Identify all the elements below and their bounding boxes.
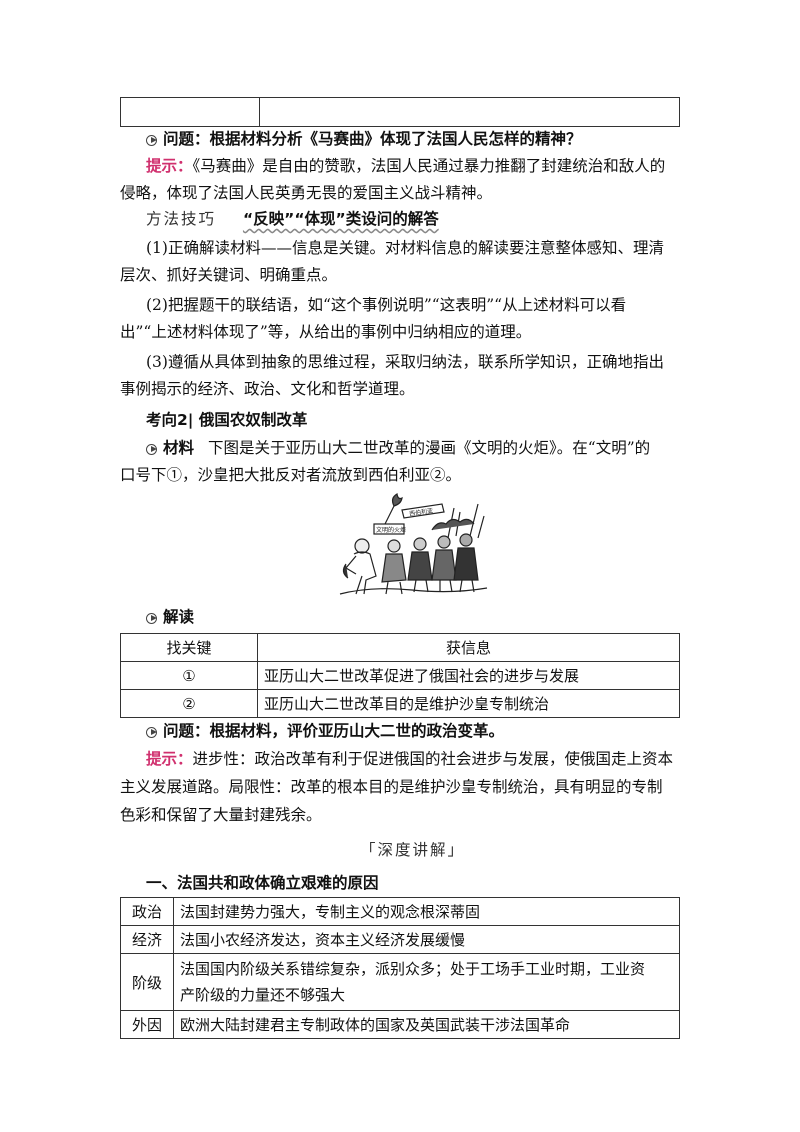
method-heading: 方法技巧 “反映”“体现”类设问的解答 bbox=[146, 209, 439, 229]
row-key: ② bbox=[120, 689, 258, 718]
header-key: 找关键 bbox=[120, 633, 258, 662]
jiedu-table: 找关键 获信息 ① 亚历山大二世改革促进了俄国社会的进步与发展 ② 亚历山大二世… bbox=[120, 633, 680, 718]
method-title: “反映”“体现”类设问的解答 bbox=[242, 210, 439, 228]
row-value: 欧洲大陆封建君主专制政体的国家及英国武装干涉法国革命 bbox=[173, 1010, 680, 1039]
table-row: 政治 法国封建势力强大，专制主义的观念根深蒂固 bbox=[120, 897, 680, 926]
cartoon-sign-siberia: 西伯利亚 bbox=[409, 506, 434, 517]
hint-label: 提示： bbox=[146, 749, 193, 768]
answer-2-line-1: 提示：进步性：政治改革有利于促进俄国的社会进步与发展，使俄国走上资本 bbox=[146, 749, 673, 769]
play-marker-icon bbox=[146, 612, 160, 624]
row-value: 法国国内阶级关系错综复杂，派别众多；处于工场手工业时期，工业资 产阶级的力量还不… bbox=[173, 953, 680, 1011]
table-row: ② 亚历山大二世改革目的是维护沙皇专制统治 bbox=[120, 689, 680, 718]
answer-1-line-1: 提示：《马赛曲》是自由的赞歌，法国人民通过暴力推翻了封建统治和敌人的 bbox=[146, 156, 665, 176]
hint-label: 提示： bbox=[146, 156, 193, 175]
method-p1-line-1: (1)正确解读材料——信息是关键。对材料信息的解读要注意整体感知、理清 bbox=[146, 239, 664, 257]
row-value-line: 法国国内阶级关系错综复杂，派别众多；处于工场手工业时期，工业资 bbox=[180, 960, 646, 978]
row-key: ① bbox=[120, 661, 258, 690]
row-key: 政治 bbox=[120, 897, 174, 926]
row-value: 法国小农经济发达，资本主义经济发展缓慢 bbox=[173, 925, 680, 954]
answer-2-line-3: 色彩和保留了大量封建残余。 bbox=[120, 806, 322, 824]
jiedu-heading: 解读 bbox=[146, 607, 194, 627]
row-value-line: 产阶级的力量还不够强大 bbox=[180, 986, 346, 1004]
jiedu-label: 解读 bbox=[163, 608, 195, 626]
play-marker-icon bbox=[146, 726, 160, 738]
material-line-1: 材料下图是关于亚历山大二世改革的漫画《文明的火炬》。在“文明”的 bbox=[146, 438, 650, 458]
top-table-fragment bbox=[120, 97, 680, 127]
answer-text: 进步性：政治改革有利于促进俄国的社会进步与发展，使俄国走上资本 bbox=[192, 750, 674, 768]
play-marker-icon bbox=[146, 134, 160, 146]
question-text: 根据材料分析《马赛曲》体现了法国人民怎样的精神？ bbox=[209, 130, 582, 148]
table-row: 经济 法国小农经济发达，资本主义经济发展缓慢 bbox=[120, 925, 680, 954]
section-title-text: 深度讲解 bbox=[377, 841, 448, 859]
question-1: 问题：根据材料分析《马赛曲》体现了法国人民怎样的精神？ bbox=[146, 129, 582, 149]
answer-2-line-2: 主义发展道路。局限性：改革的根本目的是维护沙皇专制统治，具有明显的专制 bbox=[120, 778, 663, 796]
top-table-cell-left bbox=[120, 97, 260, 127]
method-p1-line-2: 层次、抓好关键词、明确重点。 bbox=[120, 266, 338, 284]
bracket-open: 「 bbox=[360, 841, 378, 859]
answer-1-line-2: 侵略，体现了法国人民英勇无畏的爱国主义战斗精神。 bbox=[120, 184, 493, 202]
question-text: 根据材料，评价亚历山大二世的政治变革。 bbox=[209, 722, 505, 740]
row-key: 经济 bbox=[120, 925, 174, 954]
reasons-table: 政治 法国封建势力强大，专制主义的观念根深蒂固 经济 法国小农经济发达，资本主义… bbox=[120, 897, 680, 1039]
table-row: 外因 欧洲大陆封建君主专制政体的国家及英国武装干涉法国革命 bbox=[120, 1010, 680, 1039]
reasons-heading: 一、法国共和政体确立艰难的原因 bbox=[146, 874, 379, 892]
header-info: 获信息 bbox=[257, 633, 680, 662]
row-key: 外因 bbox=[120, 1010, 174, 1039]
method-tag: 方法技巧 bbox=[146, 210, 217, 228]
cartoon-torch-of-civilization: 文明的火炬 西伯利亚 bbox=[339, 493, 488, 595]
question-label: 问题： bbox=[163, 722, 210, 740]
method-p2-line-1: (2)把握题干的联结语，如“这个事例说明”“这表明”“从上述材料可以看 bbox=[146, 296, 627, 314]
cartoon-sign-torch: 文明的火炬 bbox=[376, 526, 406, 534]
play-marker-icon bbox=[146, 443, 160, 455]
row-key: 阶级 bbox=[120, 953, 174, 1011]
bracket-close: 」 bbox=[447, 841, 466, 859]
table-row: 阶级 法国国内阶级关系错综复杂，派别众多；处于工场手工业时期，工业资 产阶级的力… bbox=[120, 953, 680, 1011]
table-row: ① 亚历山大二世改革促进了俄国社会的进步与发展 bbox=[120, 661, 680, 690]
method-p3-line-2: 事例揭示的经济、政治、文化和哲学道理。 bbox=[120, 380, 415, 398]
answer-text: 《马赛曲》是自由的赞歌，法国人民通过暴力推翻了封建统治和敌人的 bbox=[192, 157, 666, 175]
question-label: 问题： bbox=[163, 130, 210, 148]
top-table-cell-right bbox=[259, 97, 680, 127]
method-p3-line-1: (3)遵循从具体到抽象的思维过程，采取归纳法，联系所学知识，正确地指出 bbox=[146, 353, 664, 371]
row-info: 亚历山大二世改革促进了俄国社会的进步与发展 bbox=[257, 661, 680, 690]
table-header-row: 找关键 获信息 bbox=[120, 633, 680, 662]
question-2: 问题：根据材料，评价亚历山大二世的政治变革。 bbox=[146, 721, 504, 741]
material-text: 下图是关于亚历山大二世改革的漫画《文明的火炬》。在“文明”的 bbox=[208, 439, 651, 457]
row-info: 亚历山大二世改革目的是维护沙皇专制统治 bbox=[257, 689, 680, 718]
kaoxiang-title: 考向2| 俄国农奴制改革 bbox=[146, 411, 308, 429]
section-title: 「深度讲解」 bbox=[360, 840, 465, 860]
material-line-2: 口号下①，沙皇把大批反对者流放到西伯利亚②。 bbox=[120, 466, 462, 484]
method-p2-line-2: 出”“上述材料体现了”等，从给出的事例中归纳相应的道理。 bbox=[120, 323, 532, 341]
material-label: 材料 bbox=[163, 439, 195, 457]
row-value: 法国封建势力强大，专制主义的观念根深蒂固 bbox=[173, 897, 680, 926]
